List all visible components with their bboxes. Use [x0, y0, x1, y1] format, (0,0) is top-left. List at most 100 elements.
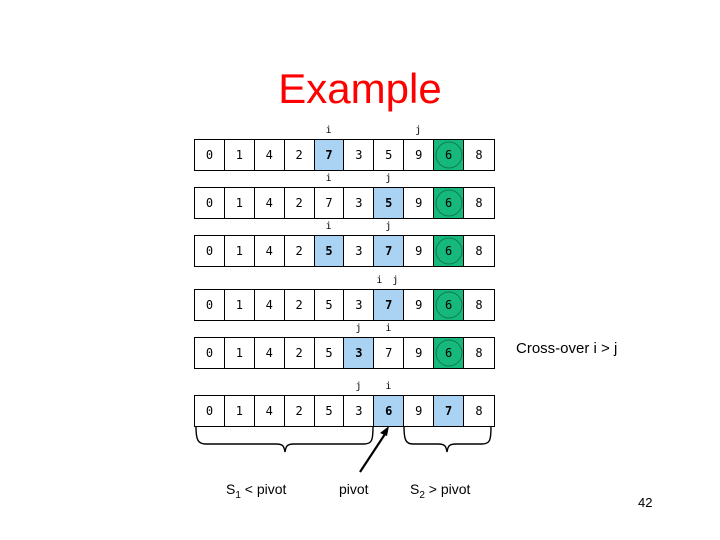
array-cell: 4: [254, 396, 285, 426]
pivot-circle: [435, 291, 463, 319]
index-marker-i-j: i j: [376, 275, 401, 286]
array-cell: 5: [314, 236, 345, 266]
array-cell: 8: [464, 338, 494, 368]
s1-subscript: 1: [235, 489, 241, 501]
array-cell: 6: [374, 396, 405, 426]
cell-value: 6: [444, 244, 453, 258]
array-cell: 5: [374, 188, 405, 218]
array-cell: 3: [344, 188, 375, 218]
array-cell: 6: [434, 290, 465, 320]
array-cell: 1: [224, 396, 255, 426]
array-cell: 7: [314, 140, 345, 170]
cell-value: 6: [444, 346, 453, 360]
array-cell: 6: [434, 338, 465, 368]
array-cell: 2: [284, 140, 315, 170]
s2-prefix: S: [410, 481, 420, 497]
array-cell: 8: [464, 236, 494, 266]
index-marker-j: j: [385, 221, 392, 232]
pivot-circle: [435, 189, 463, 217]
left-brace: [195, 426, 374, 453]
array-cell: 9: [404, 140, 435, 170]
array-cell: 3: [344, 396, 375, 426]
array-cell: 9: [404, 188, 435, 218]
array-cell: 8: [464, 290, 494, 320]
array-cell: 5: [314, 396, 345, 426]
page-title: Example: [278, 65, 442, 112]
cell-value: 6: [444, 196, 453, 210]
array-cell: 2: [284, 236, 315, 266]
array-cell: 8: [464, 188, 494, 218]
array-cell: 9: [404, 290, 435, 320]
right-brace: [403, 426, 492, 453]
array-cell: 4: [254, 188, 285, 218]
index-marker-i: i: [325, 125, 332, 136]
array-cell: 2: [284, 290, 315, 320]
pivot-circle: [435, 237, 463, 265]
array-cell: 0: [195, 338, 225, 368]
array-cell: 0: [195, 236, 225, 266]
pivot-label: pivot: [339, 481, 369, 497]
array-cell: 2: [284, 338, 315, 368]
array-cell: 3: [344, 338, 375, 368]
array-cell: 0: [195, 140, 225, 170]
array-cell: 8: [464, 396, 494, 426]
index-marker-j: j: [415, 125, 422, 136]
array-cell: 1: [224, 338, 255, 368]
array-cell: 8: [464, 140, 494, 170]
index-marker-j: j: [355, 323, 362, 334]
array-cell: 9: [404, 396, 435, 426]
crossover-note: Cross-over i > j: [516, 340, 618, 357]
array-cell: 9: [404, 338, 435, 368]
array-cell: 5: [374, 140, 405, 170]
pivot-circle: [435, 141, 463, 169]
index-marker-i: i: [385, 381, 392, 392]
array-cell: 3: [344, 290, 375, 320]
array-cell: 7: [374, 236, 405, 266]
array-cell: 0: [195, 290, 225, 320]
index-marker-i: i: [325, 173, 332, 184]
array-cell: 4: [254, 290, 285, 320]
cell-value: 6: [444, 148, 453, 162]
array-cell: 6: [434, 188, 465, 218]
array-cell: 3: [344, 140, 375, 170]
array-cell: 7: [434, 396, 465, 426]
s1-prefix: S: [226, 481, 236, 497]
array-cell: 7: [374, 290, 405, 320]
s1-suffix: < pivot: [240, 481, 287, 497]
index-marker-i: i: [385, 323, 392, 334]
array-cell: 1: [224, 236, 255, 266]
index-marker-i: i: [325, 221, 332, 232]
array-cell: 0: [195, 396, 225, 426]
array-cell: 9: [404, 236, 435, 266]
cell-value: 6: [444, 298, 453, 312]
s2-greater-than-pivot-label: S2 > pivot: [410, 481, 470, 501]
array-cell: 2: [284, 396, 315, 426]
array-cell: 5: [314, 290, 345, 320]
array-cell: 6: [434, 236, 465, 266]
array-cell: 4: [254, 140, 285, 170]
pivot-arrow-line: [359, 430, 388, 473]
s2-subscript: 2: [419, 489, 425, 501]
array-cell: 5: [314, 338, 345, 368]
array-cell: 1: [224, 140, 255, 170]
s1-less-than-pivot-label: S1 < pivot: [226, 481, 286, 501]
index-marker-j: j: [385, 173, 392, 184]
array-cell: 1: [224, 290, 255, 320]
index-marker-j: j: [355, 381, 362, 392]
pivot-arrow-head: [380, 426, 389, 436]
pivot-circle: [435, 339, 463, 367]
array-cell: 4: [254, 236, 285, 266]
array-cell: 7: [314, 188, 345, 218]
array-cell: 7: [374, 338, 405, 368]
array-cell: 0: [195, 188, 225, 218]
s2-suffix: > pivot: [424, 481, 471, 497]
array-cell: 4: [254, 338, 285, 368]
array-cell: 2: [284, 188, 315, 218]
